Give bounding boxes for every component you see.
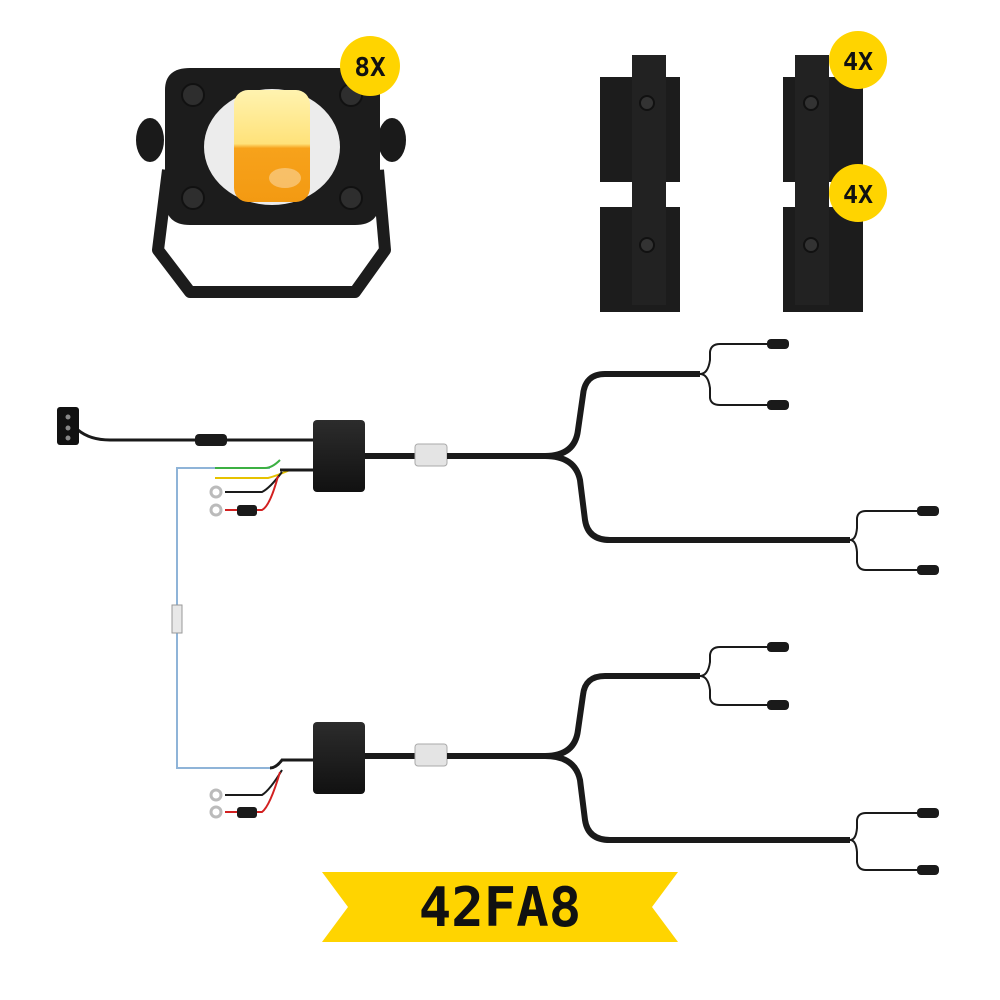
controller-box-icon bbox=[313, 420, 365, 492]
model-banner: 42FA8 bbox=[322, 872, 678, 942]
bracket-left-qty-label: 4X bbox=[843, 47, 873, 76]
waterproof-connector-icon bbox=[414, 443, 448, 467]
wiring-harness-upper bbox=[57, 339, 939, 769]
bracket-left-qty-badge: 4X bbox=[829, 31, 887, 89]
inline-fuse-icon bbox=[237, 807, 257, 818]
waterproof-connector-icon bbox=[171, 604, 183, 634]
waterproof-connector-icon bbox=[195, 434, 227, 446]
controller-box-icon bbox=[313, 722, 365, 794]
ring-terminal-icon bbox=[209, 503, 223, 517]
mounting-bracket-icon bbox=[600, 55, 863, 312]
waterproof-connector-icon bbox=[414, 743, 448, 767]
wiring-harness-lower bbox=[209, 642, 939, 875]
led-pod-light-icon bbox=[136, 68, 406, 298]
bracket-right-qty-badge: 4X bbox=[829, 164, 887, 222]
ring-terminal-icon bbox=[209, 485, 223, 499]
light-qty-badge: 8X bbox=[340, 36, 400, 96]
ring-terminal-icon bbox=[209, 805, 223, 819]
model-label: 42FA8 bbox=[419, 876, 582, 939]
light-qty-label: 8X bbox=[354, 53, 386, 83]
ring-terminal-icon bbox=[209, 788, 223, 802]
inline-fuse-icon bbox=[237, 505, 257, 516]
bracket-right-qty-label: 4X bbox=[843, 180, 873, 209]
